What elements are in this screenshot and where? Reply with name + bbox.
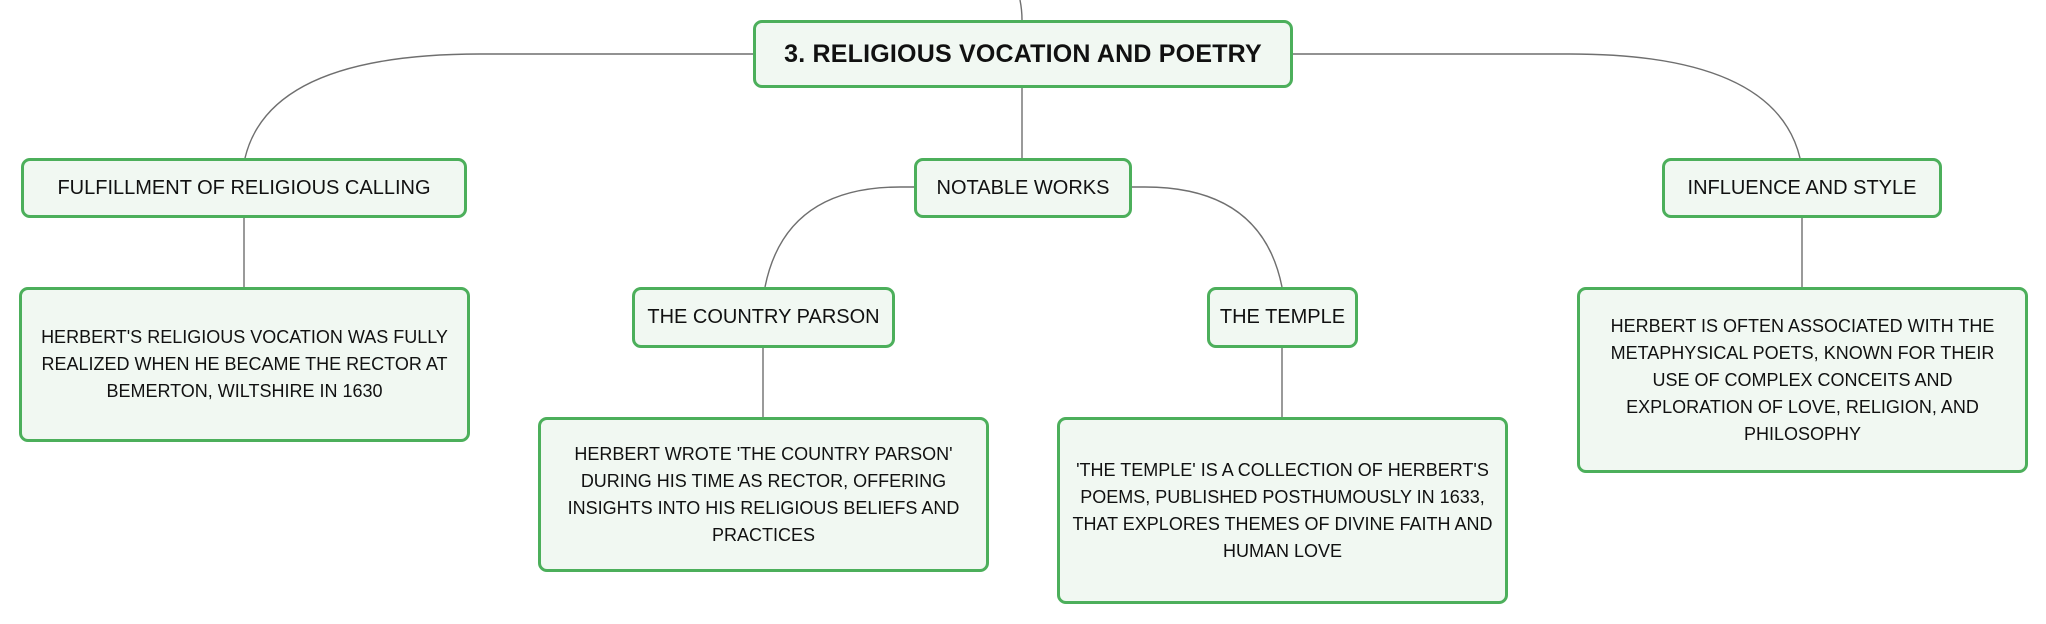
connector-notable-works-to-country-parson xyxy=(764,186,914,288)
country-parson-label: THE COUNTRY PARSON xyxy=(647,306,880,328)
root-topic-node[interactable]: 3. RELIGIOUS VOCATION AND POETRY xyxy=(753,20,1293,88)
country-parson-detail-node[interactable]: HERBERT WROTE 'THE COUNTRY PARSON' DURIN… xyxy=(538,417,989,572)
root-topic-label: 3. RELIGIOUS VOCATION AND POETRY xyxy=(784,39,1262,68)
connector-from-previous-section xyxy=(1019,0,1023,21)
country-parson-node[interactable]: THE COUNTRY PARSON xyxy=(632,287,895,348)
temple-node[interactable]: THE TEMPLE xyxy=(1207,287,1358,348)
fulfillment-of-religious-calling-node[interactable]: FULFILLMENT OF RELIGIOUS CALLING xyxy=(21,158,467,218)
connector-notable-works-to-temple xyxy=(1130,186,1283,288)
country-parson-detail-text: HERBERT WROTE 'THE COUNTRY PARSON' DURIN… xyxy=(567,443,960,545)
fulfillment-detail-node[interactable]: HERBERT'S RELIGIOUS VOCATION WAS FULLY R… xyxy=(19,287,470,442)
connector-root-to-fulfillment xyxy=(244,53,753,159)
temple-detail-text: 'THE TEMPLE' IS A COLLECTION OF HERBERT'… xyxy=(1072,459,1493,561)
temple-detail-node[interactable]: 'THE TEMPLE' IS A COLLECTION OF HERBERT'… xyxy=(1057,417,1508,604)
connector-root-to-influence xyxy=(1292,53,1801,159)
fulfillment-detail-text: HERBERT'S RELIGIOUS VOCATION WAS FULLY R… xyxy=(41,327,448,401)
influence-detail-node[interactable]: HERBERT IS OFTEN ASSOCIATED WITH THE MET… xyxy=(1577,287,2028,473)
influence-detail-text: HERBERT IS OFTEN ASSOCIATED WITH THE MET… xyxy=(1610,315,1995,444)
notable-works-label: NOTABLE WORKS xyxy=(936,176,1110,199)
influence-and-style-node[interactable]: INFLUENCE AND STYLE xyxy=(1662,158,1942,218)
temple-label: THE TEMPLE xyxy=(1219,306,1346,328)
notable-works-node[interactable]: NOTABLE WORKS xyxy=(914,158,1132,218)
influence-and-style-label: INFLUENCE AND STYLE xyxy=(1687,176,1917,199)
fulfillment-of-religious-calling-label: FULFILLMENT OF RELIGIOUS CALLING xyxy=(57,176,431,199)
